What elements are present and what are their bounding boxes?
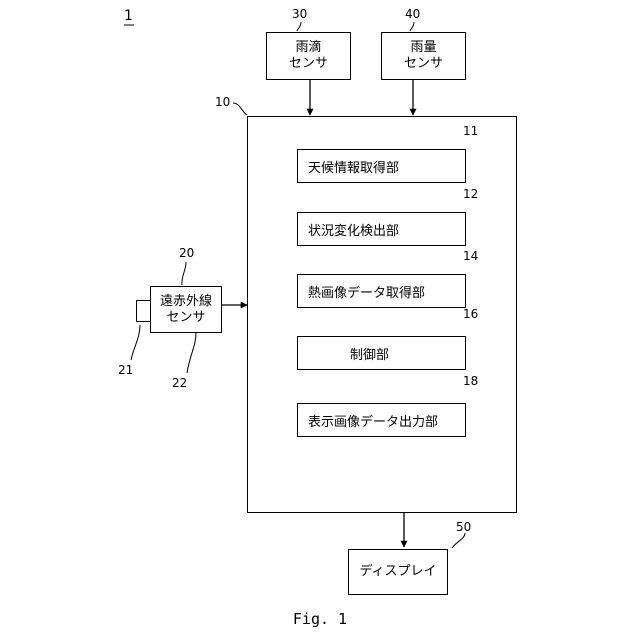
ir-sensor-label-line2: センサ bbox=[166, 310, 205, 326]
module-box-status-change: 状況変化検出部 bbox=[297, 212, 466, 246]
ir-sensor-label-line1: 遠赤外線 bbox=[160, 294, 212, 310]
module-box-thermal-image: 熱画像データ取得部 bbox=[297, 274, 466, 308]
ref-label-50: 50 bbox=[456, 520, 471, 534]
module-box-weather-info: 天候情報取得部 bbox=[297, 149, 466, 183]
ref-label-11: 11 bbox=[463, 124, 478, 138]
ref-label-21: 21 bbox=[118, 363, 133, 377]
ref-label-22: 22 bbox=[172, 376, 187, 390]
module-box-control: 制御部 bbox=[297, 336, 466, 370]
rainfall-sensor-label-line1: 雨量 bbox=[410, 40, 436, 56]
module-label-thermal-image: 熱画像データ取得部 bbox=[308, 275, 425, 307]
rain-sensor-label-line1: 雨滴 bbox=[295, 40, 321, 56]
ref-label-14: 14 bbox=[463, 249, 478, 263]
leader-50 bbox=[452, 533, 465, 548]
leader-22 bbox=[187, 333, 196, 373]
rain-sensor-label-line2: センサ bbox=[289, 56, 328, 72]
ref-label-12: 12 bbox=[463, 187, 478, 201]
ref-label-16: 16 bbox=[463, 307, 478, 321]
module-box-display-output: 表示画像データ出力部 bbox=[297, 403, 466, 437]
leader-30 bbox=[297, 22, 301, 31]
ref-label-30: 30 bbox=[292, 7, 307, 21]
ref-label-18: 18 bbox=[463, 374, 478, 388]
rain-sensor-box: 雨滴 センサ bbox=[266, 32, 351, 80]
figure-number: 1 bbox=[124, 8, 133, 24]
ref-label-40: 40 bbox=[405, 7, 420, 21]
display-label: ディスプレイ bbox=[359, 564, 436, 580]
figure-caption: Fig. 1 bbox=[0, 610, 640, 628]
leader-40 bbox=[410, 22, 414, 31]
ref-label-20: 20 bbox=[179, 246, 194, 260]
ir-sensor-lens bbox=[136, 300, 151, 322]
leader-21 bbox=[131, 325, 140, 360]
display-box: ディスプレイ bbox=[348, 549, 448, 595]
ref-label-10: 10 bbox=[215, 95, 230, 109]
leader-10 bbox=[233, 103, 247, 115]
leader-20 bbox=[182, 262, 186, 285]
module-label-weather-info: 天候情報取得部 bbox=[308, 150, 399, 182]
module-label-control: 制御部 bbox=[350, 337, 389, 369]
ir-sensor-box: 遠赤外線 センサ bbox=[150, 286, 222, 333]
module-label-display-output: 表示画像データ出力部 bbox=[308, 404, 438, 436]
module-label-status-change: 状況変化検出部 bbox=[308, 213, 399, 245]
rainfall-sensor-box: 雨量 センサ bbox=[381, 32, 466, 80]
rainfall-sensor-label-line2: センサ bbox=[404, 56, 443, 72]
